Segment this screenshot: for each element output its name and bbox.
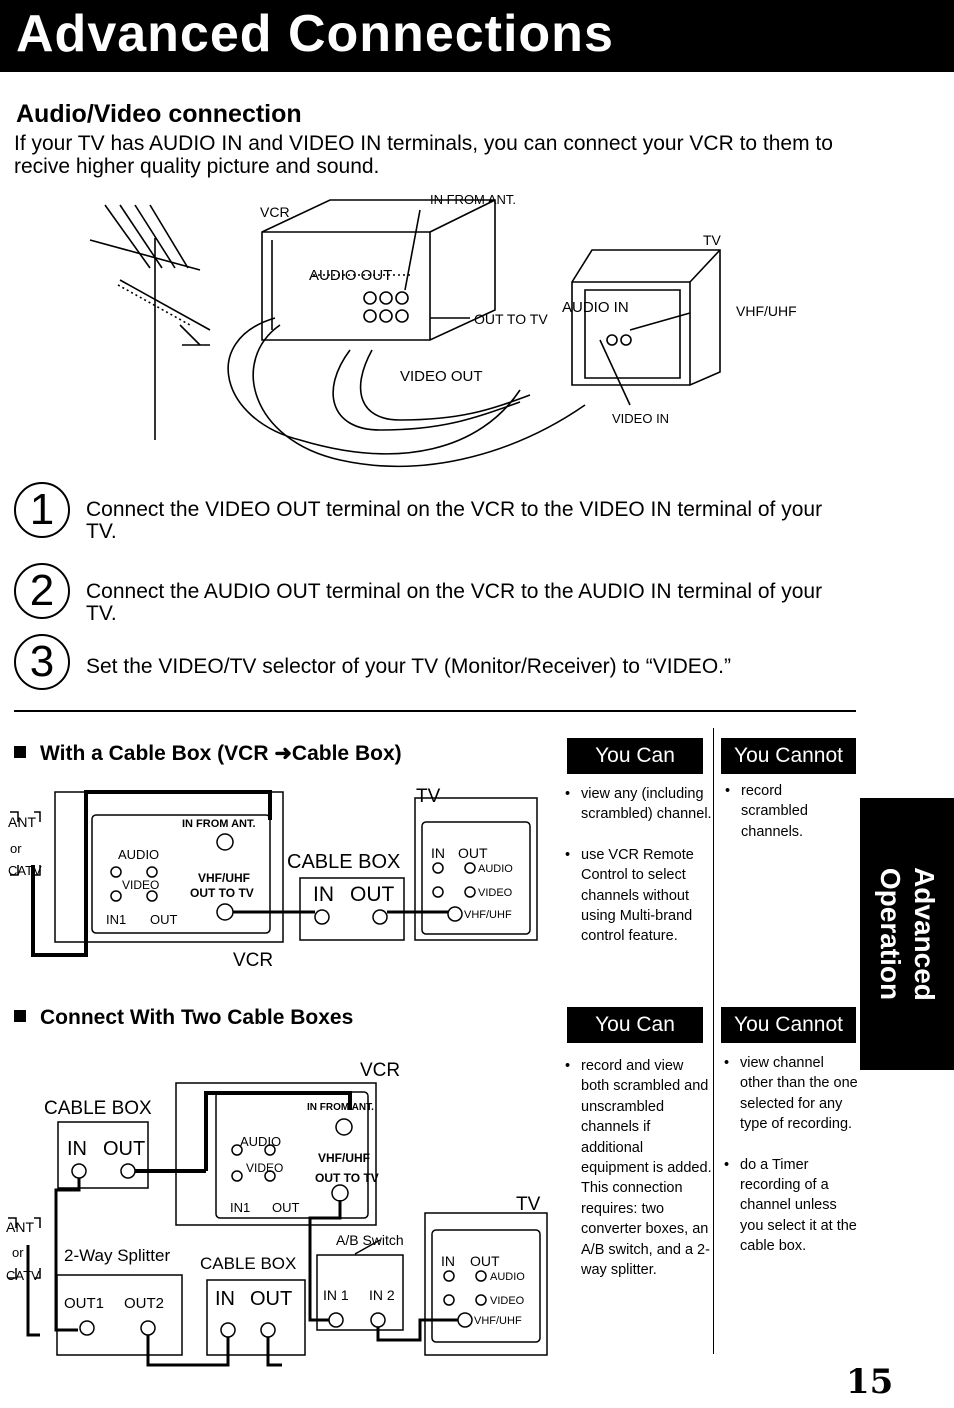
vhf-uhf-label: VHF/UHF <box>318 1151 370 1165</box>
list-item: record scrambled channels. <box>725 781 843 842</box>
video-label: VIDEO <box>122 878 159 892</box>
cable-box-1-out-label: OUT <box>103 1138 145 1160</box>
in-from-ant-label: IN FROM ANT. <box>307 1102 374 1113</box>
column-divider <box>713 728 714 1354</box>
antenna-icon <box>89 204 211 440</box>
list-item: view any (including scrambled) channel. <box>565 784 713 825</box>
section-intro: If your TV has AUDIO IN and VIDEO IN ter… <box>14 132 833 178</box>
step-3-text: Set the VIDEO/TV selector of your TV (Mo… <box>86 655 731 678</box>
audio-out-label: AUDIO OUT <box>309 267 392 284</box>
cable-box-out-label: OUT <box>350 883 395 906</box>
audio-label: AUDIO <box>240 1134 281 1149</box>
ab-switch-label: A/B Switch <box>336 1232 404 1248</box>
or-label: or <box>12 1245 24 1260</box>
page-number: 15 <box>846 1362 894 1402</box>
cable-box-diagram: ANT or CATV IN FROM ANT. AUDIO VIDEO IN1… <box>8 786 538 971</box>
catv-label: CATV <box>6 1268 40 1283</box>
tv-icon <box>571 249 721 386</box>
you-cannot-list: record scrambled channels. <box>725 781 843 862</box>
list-item: record and view both scrambled and unscr… <box>565 1056 713 1280</box>
step-1-number: 1 <box>14 482 70 538</box>
step-2-number: 2 <box>14 563 70 619</box>
vcr-label: VCR <box>260 204 290 220</box>
cable-box-label: CABLE BOX <box>287 851 400 873</box>
ant-label: ANT <box>6 1219 34 1235</box>
audio-in-label: AUDIO IN <box>562 299 629 316</box>
tv-out-label: OUT <box>458 845 488 861</box>
vcr-icon <box>261 199 496 341</box>
step-2-text: Connect the AUDIO OUT terminal on the VC… <box>86 580 823 625</box>
ab-in1-label: IN 1 <box>323 1287 349 1303</box>
you-can-badge: You Can <box>567 1007 703 1043</box>
section-divider <box>14 710 856 712</box>
side-tab-label: Advanced Operation <box>875 867 940 1001</box>
tv-label: TV <box>516 1194 541 1215</box>
vcr-out-label: OUT <box>150 912 178 927</box>
out-to-tv-label: OUT TO TV <box>315 1171 379 1185</box>
video-in-label: VIDEO IN <box>612 411 669 426</box>
video-out-label: VIDEO OUT <box>400 368 483 385</box>
out-to-tv-label: OUT TO TV <box>190 886 254 900</box>
tv-video-label: VIDEO <box>490 1295 525 1307</box>
cable-box-heading: With a Cable Box (VCR ➜Cable Box) <box>14 741 402 766</box>
you-can-badge: You Can <box>567 738 703 774</box>
cable-box-2-out-label: OUT <box>250 1288 292 1310</box>
you-can-list: view any (including scrambled) channel. … <box>565 784 713 967</box>
ab-in2-label: IN 2 <box>369 1287 395 1303</box>
cable-box-in-label: IN <box>313 883 334 906</box>
two-cable-boxes-heading: Connect With Two Cable Boxes <box>14 1006 353 1030</box>
step-1-text: Connect the VIDEO OUT terminal on the VC… <box>86 498 823 543</box>
in-from-ant-label: IN FROM ANT. <box>430 192 516 207</box>
section-title: Audio/Video connection <box>16 100 302 128</box>
splitter-out2-label: OUT2 <box>124 1295 164 1312</box>
you-cannot-list: view channel other than the one selected… <box>724 1053 858 1277</box>
cable-box-2-in-label: IN <box>215 1288 235 1310</box>
av-connection-diagram: VCR IN FROM ANT. TV AUDIO OUT AUDIO IN O… <box>89 192 797 468</box>
in1-label: IN1 <box>106 912 126 927</box>
step-3-number: 3 <box>14 634 70 690</box>
or-label: or <box>10 841 22 856</box>
bullet-square-icon <box>14 746 26 758</box>
cable-box-1-in-label: IN <box>67 1138 87 1160</box>
tv-label: TV <box>416 786 441 807</box>
vhf-uhf-label: VHF/UHF <box>198 871 250 885</box>
in-from-ant-label: IN FROM ANT. <box>182 818 256 830</box>
two-cable-boxes-diagram: VCR CABLE BOX IN OUT IN FROM ANT. AUDIO … <box>6 1060 548 1367</box>
splitter-label: 2-Way Splitter <box>64 1246 170 1265</box>
vcr-out-label: OUT <box>272 1200 300 1215</box>
cable-box-2-label: CABLE BOX <box>200 1254 296 1273</box>
tv-vhf-label: VHF/UHF <box>474 1315 522 1327</box>
vcr-label: VCR <box>233 950 273 971</box>
video-label: VIDEO <box>246 1161 283 1175</box>
tv-in-label: IN <box>441 1253 455 1269</box>
tv-out-label: OUT <box>470 1253 500 1269</box>
tv-label: TV <box>703 232 722 248</box>
you-cannot-badge: You Cannot <box>721 738 856 774</box>
you-can-list: record and view both scrambled and unscr… <box>565 1056 713 1300</box>
list-item: do a Timer recording of a channel unless… <box>724 1155 858 1257</box>
list-item: view channel other than the one selected… <box>724 1053 858 1135</box>
vhf-uhf-label: VHF/UHF <box>736 303 797 319</box>
cable-box-1-label: CABLE BOX <box>44 1098 152 1119</box>
tv-video-label: VIDEO <box>478 887 513 899</box>
page-title: Advanced Connections <box>16 5 614 63</box>
audio-label: AUDIO <box>118 847 159 862</box>
catv-label: CATV <box>8 863 42 878</box>
ant-label: ANT <box>8 814 36 830</box>
tv-audio-label: AUDIO <box>478 863 513 875</box>
tv-audio-label: AUDIO <box>490 1271 525 1283</box>
bullet-square-icon <box>14 1010 26 1022</box>
splitter-out1-label: OUT1 <box>64 1295 104 1312</box>
tv-in-label: IN <box>431 845 445 861</box>
out-to-tv-label: OUT TO TV <box>474 311 548 327</box>
side-section-tab <box>860 798 954 1070</box>
in1-label: IN1 <box>230 1200 250 1215</box>
page-header-bar: Advanced Connections <box>0 0 954 72</box>
you-cannot-badge: You Cannot <box>721 1007 856 1043</box>
tv-vhf-label: VHF/UHF <box>464 909 512 921</box>
list-item: use VCR Remote Control to select channel… <box>565 845 713 947</box>
vcr-label: VCR <box>360 1060 400 1081</box>
